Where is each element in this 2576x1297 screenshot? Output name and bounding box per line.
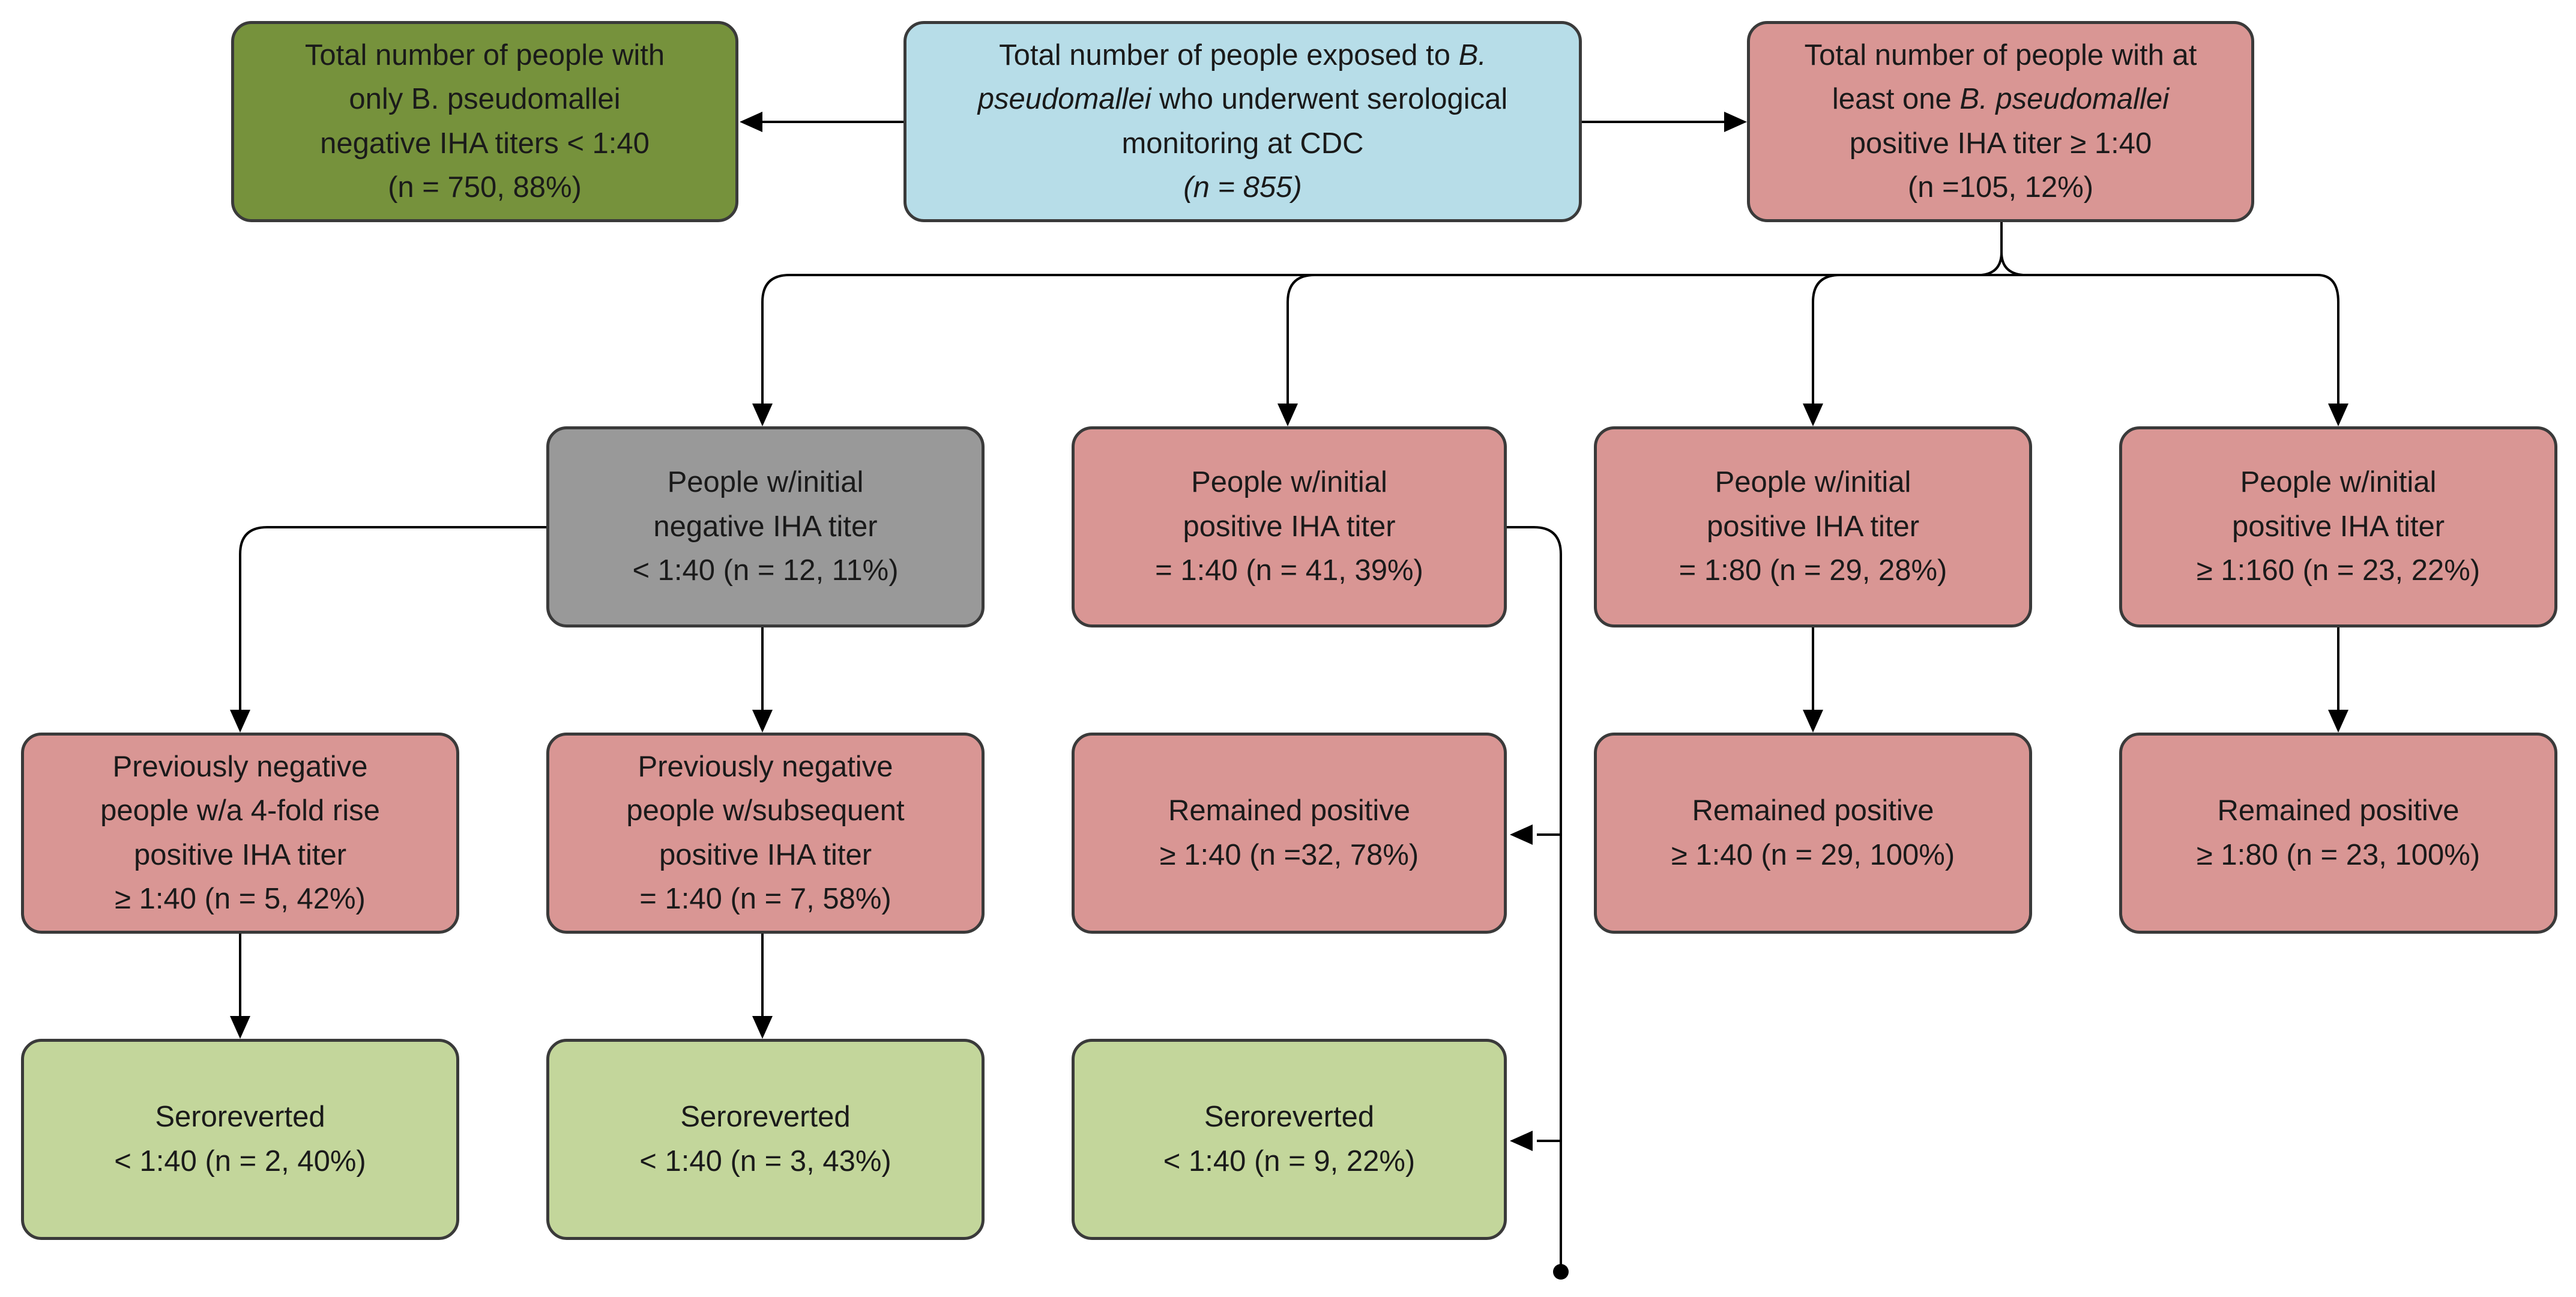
initial-pos-80-line-2: positive IHA titer [1706, 510, 1920, 543]
remained-pos-160-line-2: ≥ 1:80 (n = 23, 100%) [2196, 838, 2481, 871]
positive-total-line-1: Total number of people with at [1804, 38, 2197, 71]
remained-pos-160-box: Remained positive ≥ 1:80 (n = 23, 100%) [2119, 733, 2557, 934]
arrowhead-to-remained-pos-40 [1510, 824, 1533, 845]
remained-pos-160-line-1: Remained positive [2217, 794, 2460, 827]
remained-pos-80-box: Remained positive ≥ 1:40 (n = 29, 100%) [1594, 733, 2032, 934]
arrowhead-subsequent-to-seroreverted [752, 1016, 773, 1039]
exposed-total-line-1: Total number of people exposed to B. [999, 38, 1486, 71]
fourfold-rise-line-2: people w/a 4-fold rise [100, 794, 380, 827]
connector-pos-40-vertical [1507, 526, 1562, 1268]
negative-only-line-3: negative IHA titers < 1:40 [320, 127, 650, 160]
arrowhead-to-initial-pos-80 [1803, 404, 1823, 426]
connector-positive-trunk [1980, 222, 2003, 276]
positive-total-box: Total number of people with at least one… [1747, 21, 2254, 222]
initial-negative-line-1: People w/initial [667, 466, 864, 499]
seroreverted-fourfold-line-1: Seroreverted [155, 1101, 325, 1133]
initial-pos-160-line-2: positive IHA titer [2231, 510, 2445, 543]
negative-only-line-2: only B. pseudomallei [349, 83, 621, 115]
seroreverted-fourfold-box: Seroreverted < 1:40 (n = 2, 40%) [21, 1039, 459, 1240]
initial-pos-40-line-3: = 1:40 (n = 41, 39%) [1155, 554, 1423, 587]
connector-positive-branch-bar [2000, 252, 2024, 276]
seroreverted-subsequent-line-2: < 1:40 (n = 3, 43%) [639, 1144, 891, 1178]
arrowhead-exposed-to-negative [740, 112, 762, 132]
exposed-total-line-2: pseudomallei who underwent serological [977, 83, 1508, 115]
exposed-total-line-4: (n = 855) [1183, 171, 1302, 204]
arrowhead-to-initial-pos-40 [1277, 404, 1298, 426]
remained-pos-40-box: Remained positive ≥ 1:40 (n =32, 78%) [1072, 733, 1507, 934]
arrowhead-to-subsequent [752, 710, 773, 733]
initial-pos-160-box: People w/initial positive IHA titer ≥ 1:… [2119, 426, 2557, 627]
subsequent-positive-line-1: Previously negative [638, 750, 893, 783]
arrow-to-initial-pos-160 [2317, 274, 2339, 408]
initial-pos-40-line-1: People w/initial [1191, 466, 1387, 499]
arrow-to-initial-negative [761, 274, 790, 408]
fourfold-rise-line-3: positive IHA titer [133, 838, 347, 871]
fourfold-rise-line-4: ≥ 1:40 (n = 5, 42%) [115, 883, 366, 915]
arrowhead-to-initial-negative [752, 404, 773, 426]
arrow-to-initial-pos-40 [1286, 274, 1315, 408]
initial-negative-line-3: < 1:40 (n = 12, 11%) [632, 554, 899, 587]
positive-total-line-2: least one B. pseudomallei [1832, 83, 2170, 115]
remained-pos-80-line-2: ≥ 1:40 (n = 29, 100%) [1671, 838, 1955, 871]
connector-end-dot [1553, 1264, 1569, 1280]
initial-negative-box: People w/initial negative IHA titer < 1:… [546, 426, 985, 627]
remained-pos-80-line-1: Remained positive [1692, 794, 1934, 827]
initial-pos-160-line-3: ≥ 1:160 (n = 23, 22%) [2196, 554, 2481, 587]
connector-initial-negative-left [239, 526, 546, 715]
subsequent-positive-line-2: people w/subsequent [626, 794, 905, 827]
seroreverted-pos-40-box: Seroreverted < 1:40 (n = 9, 22%) [1072, 1039, 1507, 1240]
initial-negative-line-2: negative IHA titer [653, 510, 878, 543]
exposed-total-line-3: monitoring at CDC [1121, 127, 1364, 160]
arrowhead-pos-80-to-remained [1803, 710, 1823, 733]
subsequent-positive-line-3: positive IHA titer [659, 838, 872, 871]
subsequent-positive-line-4: = 1:40 (n = 7, 58%) [639, 883, 891, 915]
arrowhead-to-initial-pos-160 [2328, 404, 2348, 426]
arrowhead-to-seroreverted-pos-40 [1510, 1131, 1533, 1151]
remained-pos-40-line-1: Remained positive [1168, 794, 1411, 827]
subsequent-positive-box: Previously negative people w/subsequent … [546, 733, 985, 934]
negative-only-box: Total number of people with only B. pseu… [231, 21, 738, 222]
initial-pos-40-box: People w/initial positive IHA titer = 1:… [1072, 426, 1507, 627]
initial-pos-40-line-2: positive IHA titer [1183, 510, 1396, 543]
seroreverted-pos-40-line-2: < 1:40 (n = 9, 22%) [1163, 1144, 1416, 1178]
fourfold-rise-box: Previously negative people w/a 4-fold ri… [21, 733, 459, 934]
seroreverted-subsequent-line-1: Seroreverted [680, 1101, 851, 1133]
negative-only-line-4: (n = 750, 88%) [388, 171, 582, 204]
initial-pos-80-line-1: People w/initial [1715, 466, 1911, 499]
arrowhead-pos-160-to-remained [2328, 710, 2348, 733]
seroreverted-pos-40-line-1: Seroreverted [1204, 1101, 1375, 1133]
remained-pos-40-line-2: ≥ 1:40 (n =32, 78%) [1159, 838, 1419, 871]
fourfold-rise-line-1: Previously negative [112, 750, 368, 783]
exposed-total-box: Total number of people exposed to B. pse… [903, 21, 1582, 222]
arrow-to-initial-pos-80 [1812, 274, 1841, 408]
positive-total-line-3: positive IHA titer ≥ 1:40 [1849, 127, 2152, 160]
arrowhead-to-fourfold [230, 710, 250, 733]
seroreverted-fourfold-line-2: < 1:40 (n = 2, 40%) [114, 1144, 366, 1178]
arrowhead-exposed-to-positive [1724, 112, 1747, 132]
initial-pos-80-box: People w/initial positive IHA titer = 1:… [1594, 426, 2032, 627]
positive-total-line-4: (n =105, 12%) [1907, 171, 2094, 204]
negative-only-line-1: Total number of people with [304, 38, 665, 71]
arrowhead-fourfold-to-seroreverted [230, 1016, 250, 1039]
initial-pos-160-line-1: People w/initial [2240, 466, 2437, 499]
initial-pos-80-line-3: = 1:80 (n = 29, 28%) [1679, 554, 1947, 587]
seroreverted-subsequent-box: Seroreverted < 1:40 (n = 3, 43%) [546, 1039, 985, 1240]
